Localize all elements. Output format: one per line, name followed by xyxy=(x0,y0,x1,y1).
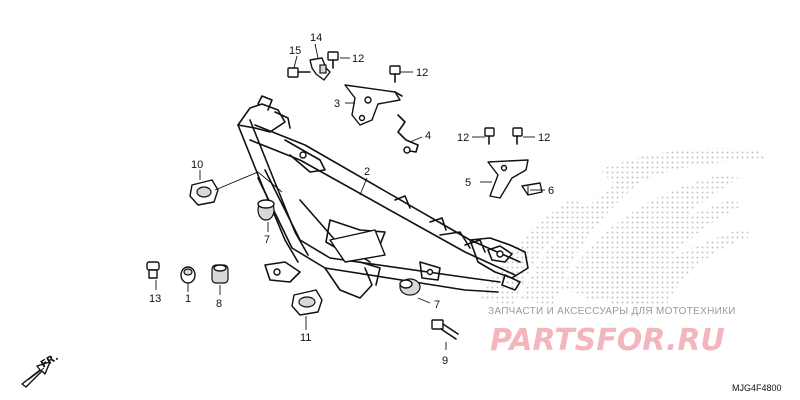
clip-part-14 xyxy=(309,57,331,81)
callout-12: 12 xyxy=(538,132,550,144)
main-frame-part-2 xyxy=(237,95,529,299)
callout-7: 7 xyxy=(264,234,270,246)
callout-14: 14 xyxy=(310,32,322,44)
rubber-mount-part-7 xyxy=(257,199,275,221)
watermark-tagline: ЗАПЧАСТИ И АКСЕССУАРЫ ДЛЯ МОТОТЕХНИКИ xyxy=(488,306,736,317)
wing-logo-watermark xyxy=(480,148,765,308)
callout-7: 7 xyxy=(434,299,440,311)
callout-5: 5 xyxy=(465,177,471,189)
callout-2: 2 xyxy=(364,166,370,178)
clamp-part-10 xyxy=(189,179,219,206)
flange-bolt-part-12 xyxy=(327,51,339,69)
flange-bolt-part-12 xyxy=(389,65,401,83)
bracket-part-3 xyxy=(344,84,403,126)
watermark-brand: PARTSFOR.RU xyxy=(490,323,725,358)
callout-12: 12 xyxy=(457,132,469,144)
rubber-mount-part-7 xyxy=(399,278,421,296)
clamp-part-11 xyxy=(291,289,323,316)
callout-12: 12 xyxy=(352,53,364,65)
callout-8: 8 xyxy=(216,298,222,310)
stay-part-4 xyxy=(397,114,419,154)
front-direction-arrow-icon xyxy=(21,361,51,388)
diagram-code: MJG4F4800 xyxy=(732,383,782,393)
leader-lines xyxy=(155,43,545,350)
front-direction-label: FR. xyxy=(39,352,61,371)
callout-1: 1 xyxy=(185,293,191,305)
callout-9: 9 xyxy=(442,355,448,367)
bolt-part-15 xyxy=(287,67,311,78)
callout-3: 3 xyxy=(334,98,340,110)
callout-10: 10 xyxy=(191,159,203,171)
callout-13: 13 xyxy=(149,293,161,305)
callout-11: 11 xyxy=(300,332,311,344)
collar-part-1 xyxy=(180,266,196,284)
callout-15: 15 xyxy=(289,45,301,57)
flange-bolt-part-12 xyxy=(484,127,495,145)
bolt-part-13 xyxy=(146,261,160,279)
clip-part-6 xyxy=(521,182,543,196)
callout-4: 4 xyxy=(425,130,431,142)
flange-bolt-part-12 xyxy=(512,127,523,145)
callout-12: 12 xyxy=(416,67,428,79)
bolt-part-9 xyxy=(431,319,459,340)
grommet-part-8 xyxy=(211,264,229,284)
callout-6: 6 xyxy=(548,185,554,197)
bracket-part-5 xyxy=(487,159,529,199)
